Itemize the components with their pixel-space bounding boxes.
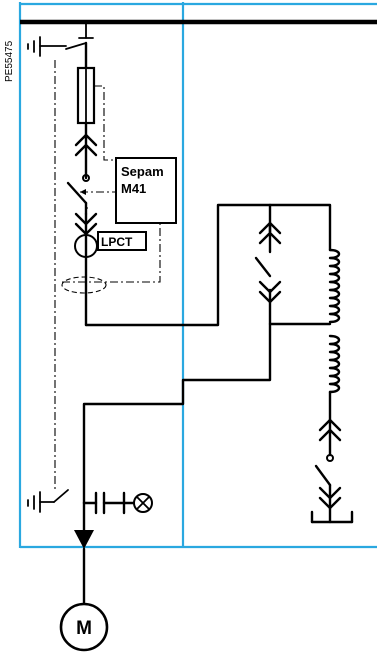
withdrawable-contact-1 [74, 133, 98, 182]
feeder-main [76, 41, 96, 140]
earth-bar-right [310, 510, 354, 524]
contactor-blade [66, 181, 88, 216]
right-withdrawable-contact-3 [318, 418, 342, 462]
reactor-coil-upper [328, 248, 341, 324]
reference-code: PE55475 [4, 40, 15, 82]
panel-frames [18, 2, 377, 549]
right-withdrawable-contact-1 [258, 221, 282, 254]
voltage-indicator [82, 491, 136, 515]
lpct-label-box [97, 231, 147, 251]
sepam-label-line1: Sepam [121, 164, 164, 179]
cable-termination [74, 501, 94, 606]
right-switch-blade [254, 256, 272, 278]
sepam-label-line2: M41 [121, 181, 146, 196]
earthing-switch-top [27, 21, 94, 57]
reactor-coil-lower [328, 334, 341, 422]
earthing-switch-bottom [27, 489, 69, 513]
right-earth-switch-blade [314, 464, 332, 487]
lpct-sensor [74, 233, 98, 327]
lpct-label: LPCT [101, 235, 133, 249]
sepam-relay [115, 157, 177, 224]
indicator-lamp-icon [133, 493, 153, 513]
right-withdrawable-contact-2 [258, 280, 282, 304]
control-links [54, 60, 161, 490]
withdrawable-contact-2 [74, 212, 98, 237]
right-withdrawable-contact-4 [318, 483, 342, 524]
motor-label: M [76, 618, 92, 639]
motor: M [59, 602, 109, 652]
